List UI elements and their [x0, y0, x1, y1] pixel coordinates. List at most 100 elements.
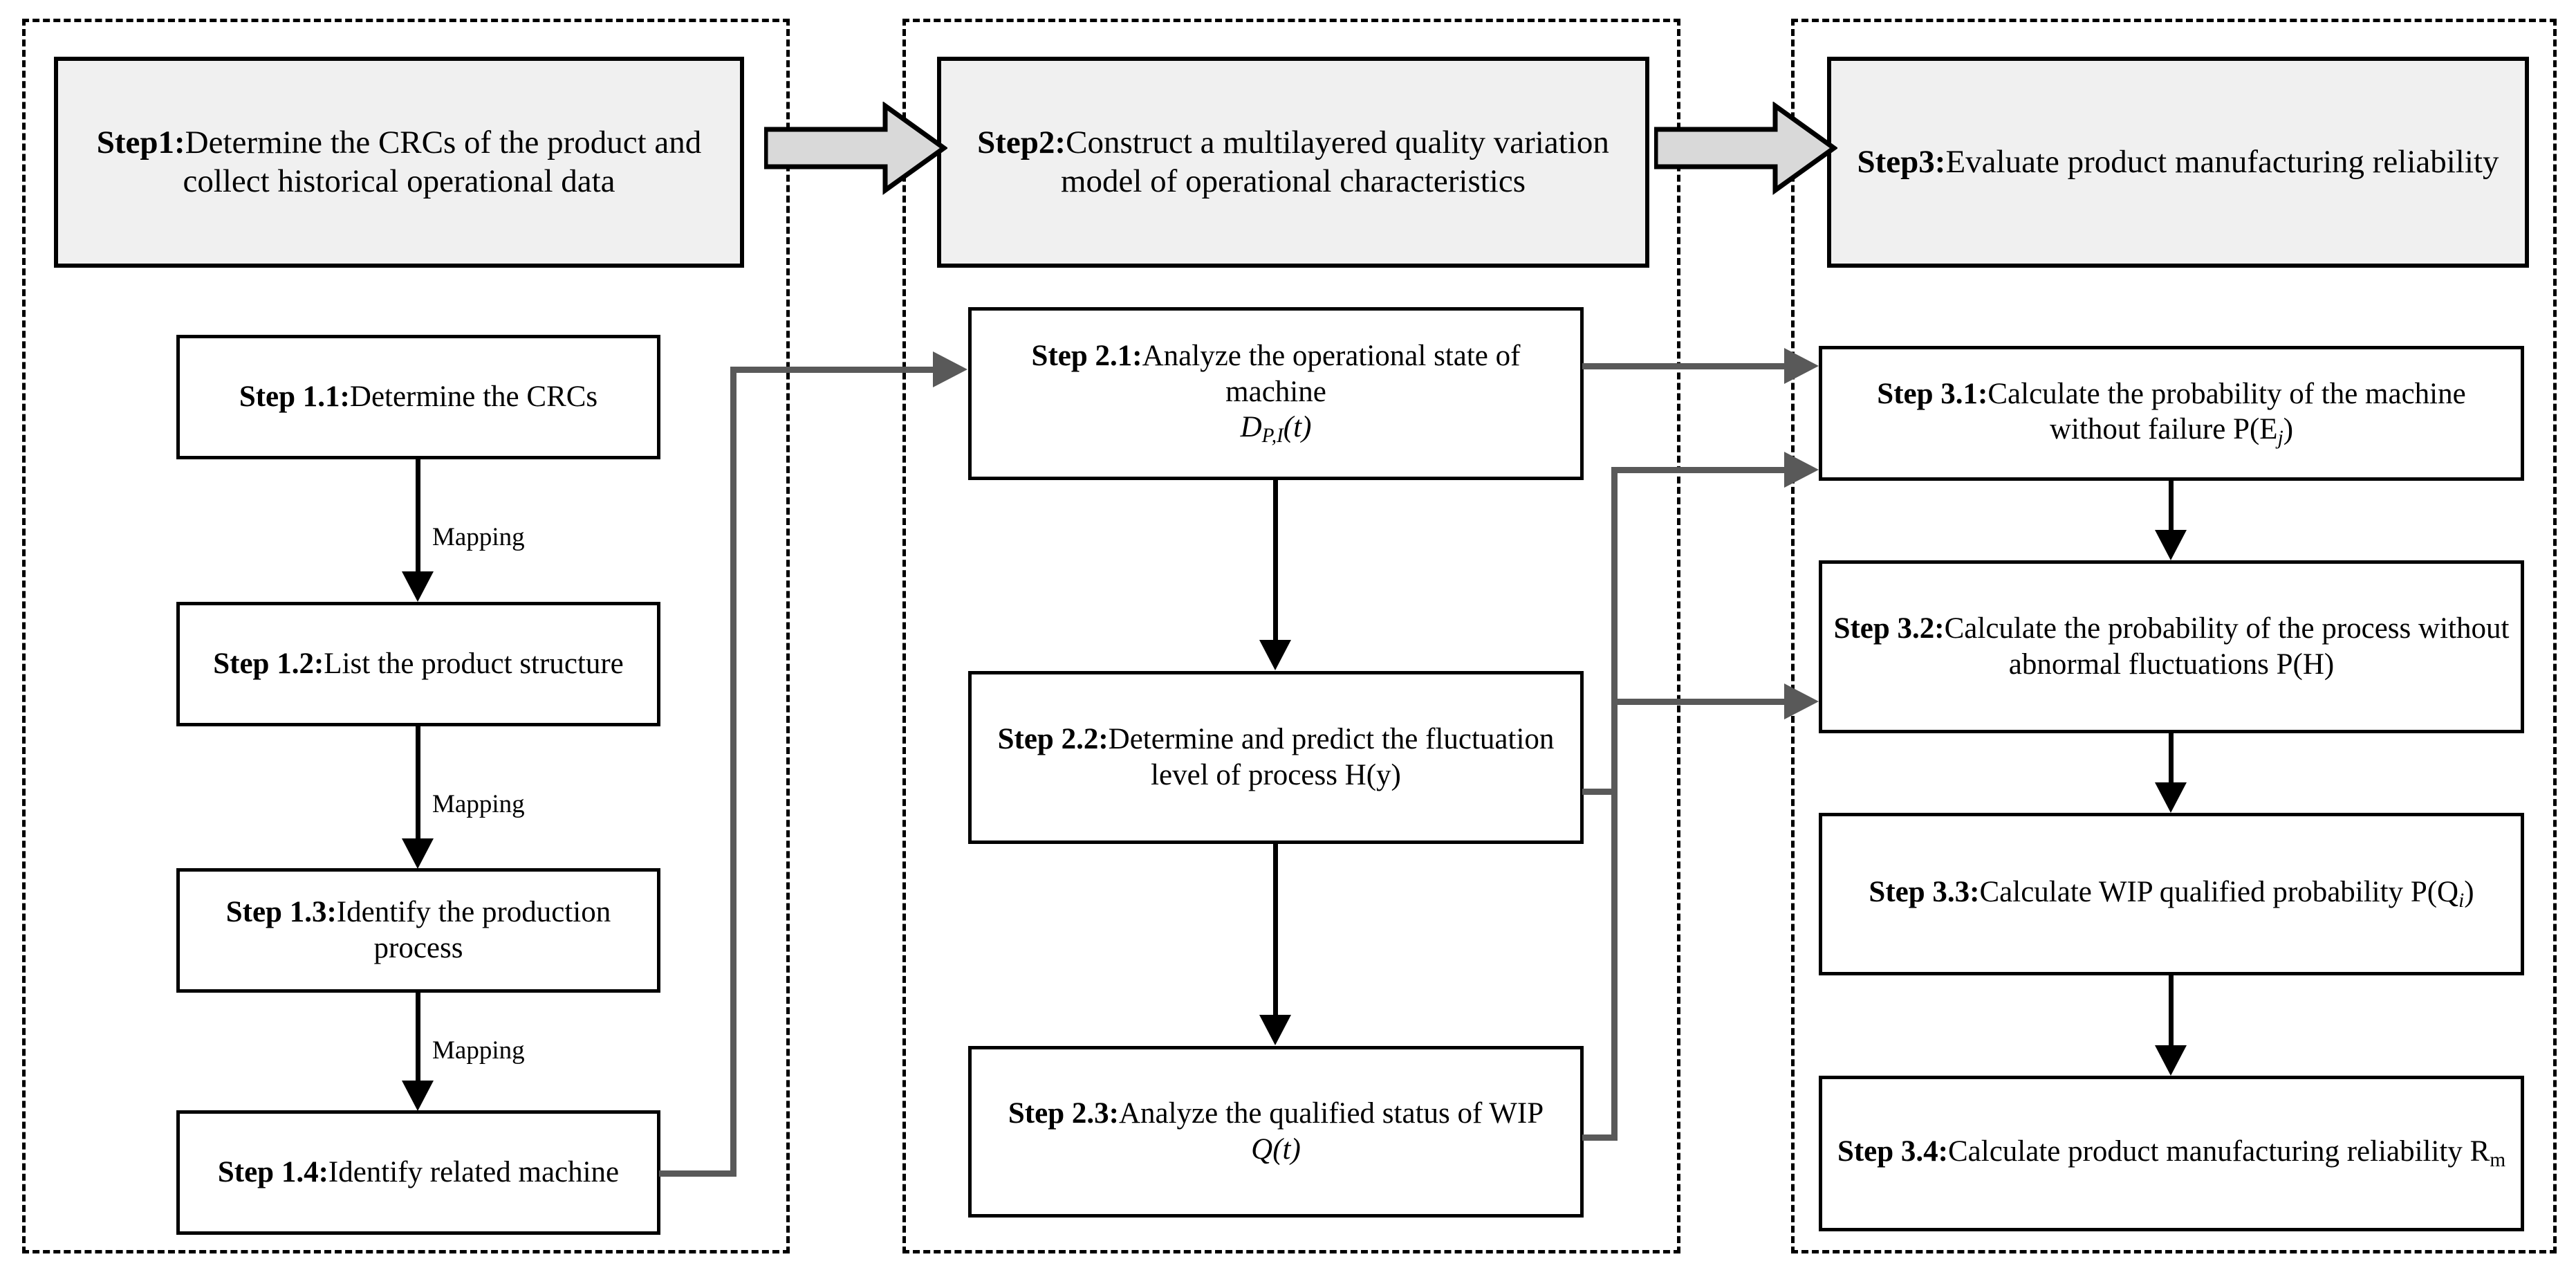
step-box-3-2-lead: Step 3.2: — [1833, 612, 1945, 645]
connector-3-2-to-3-3 — [2169, 733, 2174, 783]
step-box-2-1-lead: Step 2.1: — [1031, 340, 1142, 373]
step-box-3-3[interactable]: Step 3.3:Calculate WIP qualified probabi… — [1819, 813, 2524, 975]
stage-header-step3: Step3:Evaluate product manufacturing rel… — [1827, 57, 2529, 268]
connector-1-2-to-1-3-arrowhead — [402, 838, 434, 869]
lane-step1 — [22, 19, 790, 1253]
stage-header-step2: Step2:Construct a multilayered quality v… — [937, 57, 1649, 268]
connector-1-2-to-1-3 — [416, 726, 420, 839]
edge-label-mapping-2: Mapping — [432, 790, 525, 818]
step-box-3-1-text: Step 3.1:Calculate the probability of th… — [1832, 376, 2511, 451]
cross-connector-2-3-to-3-3-horizontal-start — [1582, 1134, 1615, 1141]
step-box-2-3-rest: Analyze the qualified status of WIP — [1118, 1097, 1544, 1130]
cross-connector-2-2-to-3-2-vertical — [1611, 467, 1618, 795]
cross-connector-1-4-to-2-1-horizontal-end — [730, 367, 934, 373]
step-box-1-2-text: Step 1.2:List the product structure — [213, 646, 624, 682]
step-box-2-2[interactable]: Step 2.2:Determine and predict the fluct… — [968, 671, 1584, 844]
connector-2-1-to-2-2-arrowhead — [1259, 640, 1291, 670]
step-box-1-4[interactable]: Step 1.4:Identify related machine — [176, 1110, 660, 1235]
connector-3-1-to-3-2 — [2169, 481, 2174, 531]
step-box-3-1-rest: Calculate the probability of the machine… — [1987, 377, 2466, 446]
stage-header-step1-rest: Determine the CRCs of the product and co… — [183, 125, 702, 199]
step-box-3-3-rest: Calculate WIP qualified probability P(Q — [1979, 876, 2459, 909]
lane-step2 — [902, 19, 1680, 1253]
step-box-2-1-text: Step 2.1:Analyze the operational state o… — [981, 338, 1570, 448]
step-box-3-4-sub: m — [2490, 1149, 2506, 1172]
connector-3-2-to-3-3-arrowhead — [2155, 782, 2187, 813]
step-box-3-2-rest: Calculate the probability of the process… — [1944, 612, 2510, 681]
step-box-2-2-lead: Step 2.2: — [997, 723, 1109, 756]
connector-1-3-to-1-4-arrowhead — [402, 1081, 434, 1111]
step-box-1-3-rest: Identify the production process — [336, 896, 611, 964]
block-arrow-step2-to-step3 — [1653, 101, 1839, 195]
stage-header-step3-rest: Evaluate product manufacturing reliabili… — [1945, 143, 2499, 180]
cross-connector-2-3-to-3-3-horizontal-end — [1611, 699, 1790, 705]
step-box-2-3-text: Step 2.3:Analyze the qualified status of… — [981, 1096, 1570, 1167]
step-box-1-2-lead: Step 1.2: — [213, 647, 324, 681]
step-box-2-1-formula-D: D — [1240, 411, 1262, 444]
step-box-1-3[interactable]: Step 1.3:Identify the production process — [176, 868, 660, 993]
step-box-3-4[interactable]: Step 3.4:Calculate product manufacturing… — [1819, 1076, 2524, 1231]
step-box-1-4-text: Step 1.4:Identify related machine — [218, 1155, 619, 1191]
stage-header-step3-text: Step3:Evaluate product manufacturing rel… — [1857, 143, 2499, 181]
step-box-2-3-lead: Step 2.3: — [1008, 1097, 1119, 1130]
cross-connector-2-2-to-3-2-horizontal-end — [1611, 467, 1790, 473]
cross-connector-2-3-to-3-3-vertical — [1611, 699, 1618, 1141]
connector-1-1-to-1-2-arrowhead — [402, 571, 434, 602]
stage-header-step2-text: Step2:Construct a multilayered quality v… — [954, 124, 1633, 201]
stage-header-step3-lead: Step3: — [1857, 143, 1946, 180]
step-box-3-2[interactable]: Step 3.2:Calculate the probability of th… — [1819, 560, 2524, 733]
step-box-3-3-sub: i — [2458, 890, 2465, 912]
step-box-2-1-rest: Analyze the operational state of machine — [1142, 340, 1521, 408]
step-box-3-1-tail: ) — [2283, 413, 2294, 446]
step-box-2-2-text: Step 2.2:Determine and predict the fluct… — [981, 722, 1570, 793]
connector-3-1-to-3-2-arrowhead — [2155, 530, 2187, 560]
step-box-3-3-tail: ) — [2464, 876, 2474, 909]
step-box-3-1[interactable]: Step 3.1:Calculate the probability of th… — [1819, 346, 2524, 481]
stage-header-step1-lead: Step1: — [96, 125, 185, 161]
step-box-1-4-lead: Step 1.4: — [217, 1156, 328, 1189]
step-box-3-4-rest: Calculate product manufacturing reliabil… — [1948, 1135, 2490, 1168]
step-box-2-3[interactable]: Step 2.3:Analyze the qualified status of… — [968, 1046, 1584, 1218]
lane-step3 — [1791, 19, 2557, 1253]
step-box-1-1-text: Step 1.1:Determine the CRCs — [239, 379, 597, 415]
step-box-3-3-lead: Step 3.3: — [1869, 876, 1980, 909]
stage-header-step1-text: Step1:Determine the CRCs of the product … — [71, 124, 728, 201]
cross-connector-1-4-to-2-1-arrowhead — [933, 351, 967, 387]
connector-2-2-to-2-3 — [1273, 844, 1278, 1016]
cross-connector-1-4-to-2-1-horizontal-start — [659, 1170, 736, 1177]
stage-header-step1: Step1:Determine the CRCs of the product … — [54, 57, 744, 268]
connector-3-3-to-3-4 — [2169, 975, 2174, 1046]
stage-header-step2-lead: Step2: — [977, 125, 1066, 161]
cross-connector-2-2-to-3-2-arrowhead — [1784, 452, 1819, 488]
edge-label-mapping-3: Mapping — [432, 1036, 525, 1065]
step-box-1-2[interactable]: Step 1.2:List the product structure — [176, 602, 660, 726]
cross-connector-2-1-to-3-1-horizontal — [1582, 363, 1790, 369]
block-arrow-step1-to-step2 — [763, 101, 949, 195]
step-box-1-1-rest: Determine the CRCs — [349, 380, 598, 414]
step-box-2-1[interactable]: Step 2.1:Analyze the operational state o… — [968, 307, 1584, 480]
cross-connector-1-4-to-2-1-vertical — [730, 367, 736, 1177]
step-box-2-1-formula-sub: P,I — [1261, 425, 1284, 448]
step-box-1-1-lead: Step 1.1: — [239, 380, 350, 414]
cross-connector-2-3-to-3-3-arrowhead — [1784, 683, 1819, 719]
connector-3-3-to-3-4-arrowhead — [2155, 1045, 2187, 1076]
step-box-3-2-text: Step 3.2:Calculate the probability of th… — [1832, 611, 2511, 682]
step-box-3-1-lead: Step 3.1: — [1877, 377, 1988, 410]
edge-label-mapping-1: Mapping — [432, 523, 525, 551]
step-box-1-2-rest: List the product structure — [324, 647, 624, 681]
cross-connector-2-1-to-3-1-arrowhead — [1784, 348, 1819, 384]
connector-1-1-to-1-2 — [416, 459, 420, 572]
step-box-3-1-sub: j — [2277, 427, 2283, 450]
connector-1-3-to-1-4 — [416, 993, 420, 1081]
step-box-1-1[interactable]: Step 1.1:Determine the CRCs — [176, 335, 660, 459]
step-box-3-4-text: Step 3.4:Calculate product manufacturing… — [1837, 1134, 2505, 1173]
step-box-3-4-lead: Step 3.4: — [1837, 1135, 1948, 1168]
step-box-1-3-lead: Step 1.3: — [225, 896, 337, 929]
step-box-1-4-rest: Identify related machine — [328, 1156, 620, 1189]
step-box-3-3-text: Step 3.3:Calculate WIP qualified probabi… — [1869, 874, 2474, 913]
cross-connector-2-2-to-3-2-horizontal-start — [1582, 789, 1615, 795]
stage-header-step2-rest: Construct a multilayered quality variati… — [1060, 125, 1609, 199]
step-box-1-3-text: Step 1.3:Identify the production process — [189, 894, 647, 966]
step-box-2-1-formula-tail: (t) — [1283, 411, 1312, 444]
